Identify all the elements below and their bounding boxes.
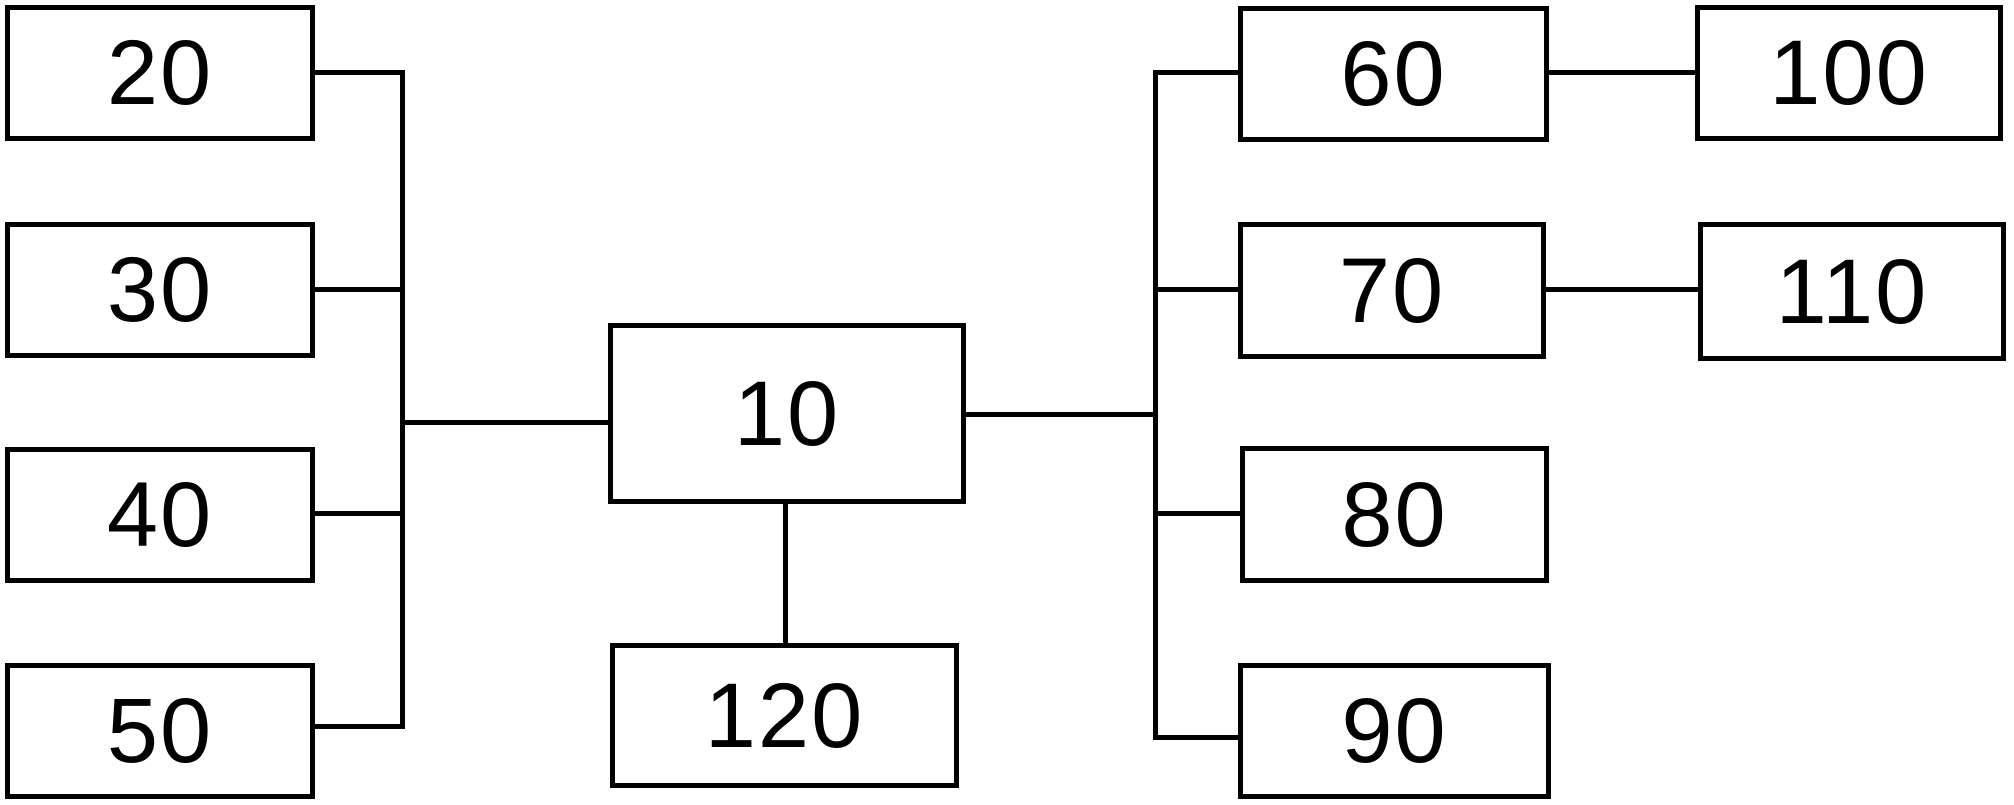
edge-right-bus-to-60 <box>1156 70 1240 75</box>
edge-20-to-left-bus <box>315 70 403 75</box>
node-60-label: 60 <box>1340 23 1447 125</box>
edge-60-to-100 <box>1547 70 1697 75</box>
node-90: 90 <box>1238 663 1551 799</box>
node-40-label: 40 <box>106 464 214 566</box>
node-110: 110 <box>1698 222 2006 361</box>
right-bus-line <box>1153 70 1158 740</box>
node-10-label: 10 <box>733 362 841 465</box>
node-70-label: 70 <box>1338 239 1446 342</box>
node-100-label: 100 <box>1769 22 1929 124</box>
edge-50-to-left-bus <box>315 724 403 729</box>
node-70: 70 <box>1238 222 1546 359</box>
node-30: 30 <box>5 222 315 358</box>
node-80: 80 <box>1240 446 1549 583</box>
node-20-label: 20 <box>106 22 214 124</box>
edge-right-bus-to-70 <box>1156 287 1240 292</box>
node-60: 60 <box>1238 6 1549 142</box>
edge-right-bus-to-80 <box>1156 511 1242 516</box>
node-110-label: 110 <box>1775 240 1929 343</box>
edge-10-to-right-bus <box>964 412 1155 417</box>
node-90-label: 90 <box>1341 680 1448 782</box>
left-bus-line <box>400 70 405 729</box>
node-80-label: 80 <box>1341 463 1448 566</box>
edge-70-to-110 <box>1544 287 1700 292</box>
edge-10-to-120 <box>783 502 788 645</box>
node-120-label: 120 <box>704 664 865 767</box>
node-40: 40 <box>5 447 315 583</box>
node-30-label: 30 <box>106 239 214 341</box>
node-120: 120 <box>610 643 959 788</box>
edge-right-bus-to-90 <box>1156 735 1240 740</box>
edge-left-bus-to-10 <box>403 420 610 425</box>
node-50: 50 <box>5 663 315 799</box>
edge-30-to-left-bus <box>313 287 403 292</box>
node-100: 100 <box>1695 5 2003 141</box>
node-50-label: 50 <box>106 680 214 782</box>
node-20: 20 <box>5 5 315 141</box>
node-10: 10 <box>608 323 966 504</box>
edge-40-to-left-bus <box>315 511 403 516</box>
